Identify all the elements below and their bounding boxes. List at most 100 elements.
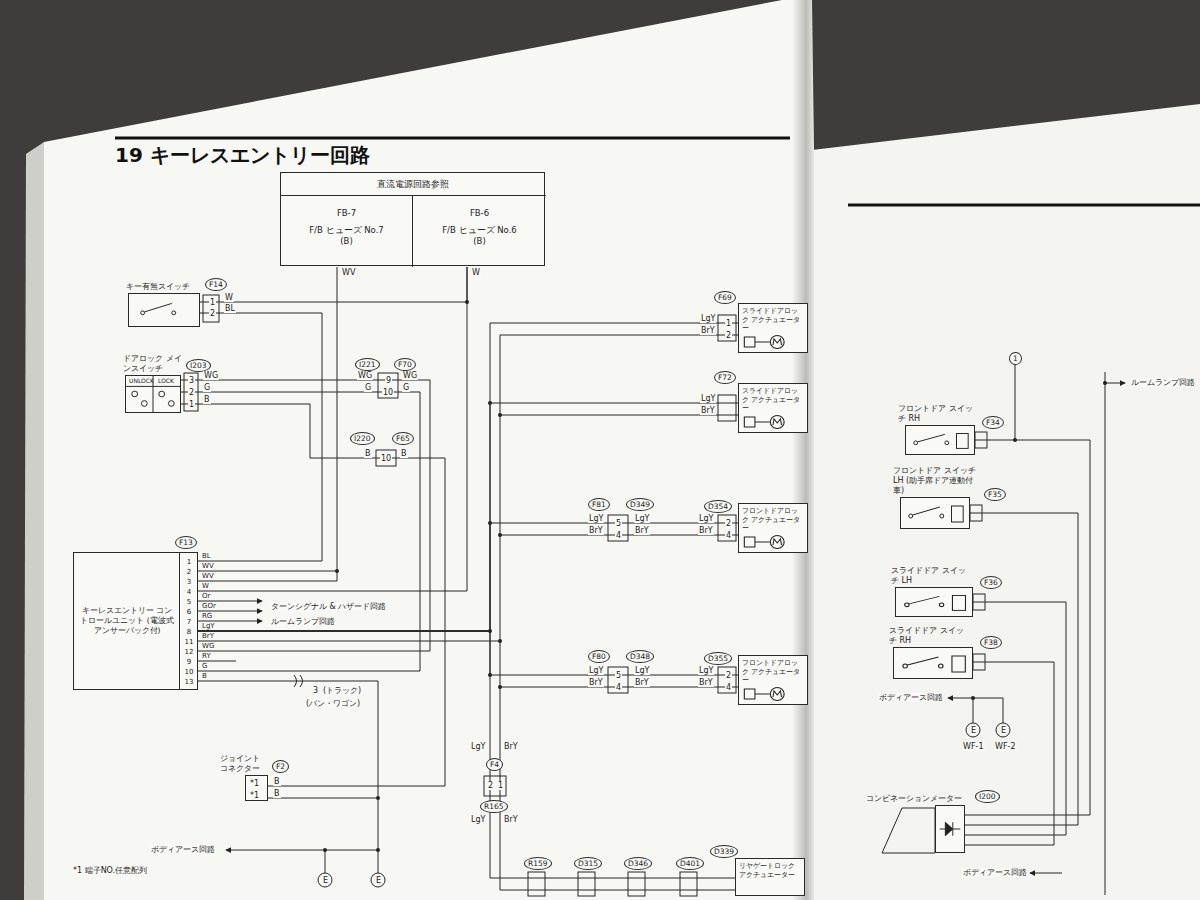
connector-id: F38 [980, 636, 1002, 649]
box-heading: 直流電源回路参照 [281, 173, 544, 195]
wire [965, 662, 1054, 845]
component-name: スライドドア スイッチ LH [891, 566, 967, 586]
wire-label: *1 [249, 791, 260, 800]
wire-label: BrY [588, 526, 604, 535]
switch-symbol [906, 426, 974, 454]
connector-block [718, 667, 736, 693]
wire [198, 267, 467, 591]
connector-id: F81 [588, 498, 610, 511]
connector-block [718, 515, 736, 541]
switch-box: スライドドア スイッチ RH [893, 647, 973, 679]
connector-id: D346 [624, 857, 652, 870]
wire [1105, 372, 1106, 895]
connector-id: F4 [486, 758, 503, 771]
wire-label: BrY [700, 406, 716, 415]
wire-label: (バン・ワゴン) [305, 699, 361, 708]
actuator-box: スライドドアロック アクチュエーター [738, 303, 808, 353]
switch-symbol [896, 588, 972, 616]
connector-id: F13 [175, 536, 197, 549]
wire-label: 2 [487, 781, 494, 790]
wire-label: 4 [615, 683, 622, 692]
wire-label: BrY [588, 678, 604, 687]
wire [181, 392, 420, 671]
wire-label: 5 [615, 519, 622, 528]
connector-block [608, 667, 628, 693]
fuse-label: FB-7 [307, 196, 387, 219]
actuator-name: スライドドアロック アクチュエーター [739, 384, 807, 414]
wire-label: BrY [698, 526, 714, 535]
wire-label: B [203, 395, 211, 404]
pin-number: 13 [180, 677, 198, 687]
wire-label: E [1000, 726, 1007, 735]
pin-number: 12 [180, 647, 198, 657]
wire [198, 267, 337, 571]
wire-label: WG [402, 371, 418, 380]
connector-id: D354 [704, 500, 732, 513]
motor-symbol [739, 686, 807, 702]
connector-id: F35 [984, 488, 1006, 501]
wire [198, 523, 738, 631]
component-name: ジョイント コネクター [220, 754, 270, 774]
wire-label: G [402, 383, 410, 392]
wire [198, 681, 378, 798]
connector-id: D355 [704, 652, 732, 665]
connector-block [378, 373, 398, 398]
component-name: フロントドア スイッチ RH [898, 404, 978, 424]
connector-id: F34 [982, 416, 1004, 429]
wire-label: WV [201, 572, 215, 580]
wire-arrow [226, 850, 378, 851]
wire-label: *1 [249, 779, 260, 788]
fuse-box: FB-6F/B ヒューズ No.6 (B) [413, 195, 546, 267]
connector-block [718, 395, 736, 421]
connector-id: F80 [588, 650, 610, 663]
pin-number: 3 [180, 577, 198, 587]
actuator-box: リヤゲートロック アクチュエーター [735, 858, 805, 896]
connector-id: I200 [975, 790, 1000, 803]
heading-rule [115, 137, 790, 140]
page-stack [24, 142, 44, 900]
wire-label: ターンシグナル & ハザード回路 [270, 602, 387, 611]
wire [198, 323, 738, 631]
wire-label: LgY [634, 514, 650, 523]
wire-label: ルームランプ回路 [1130, 378, 1196, 387]
fuse-label: FB-6 [440, 196, 520, 219]
wire-label: G [201, 662, 208, 670]
wire [500, 335, 738, 890]
pin-number: 2 [180, 567, 198, 577]
wire-label: ルームランプ回路 [270, 617, 336, 626]
actuator-name: フロントドアロック アクチュエーター [739, 656, 807, 686]
wire-label: ボディアース回路 [150, 845, 216, 854]
connector-block [718, 315, 736, 341]
pin-number: 8 [180, 627, 198, 637]
connector-id: D401 [676, 857, 704, 870]
wire-label: 2 [725, 671, 732, 680]
pin-number: 1 [180, 557, 198, 567]
wire-label: WF-2 [994, 742, 1017, 751]
connector-id: R165 [480, 800, 508, 813]
wire-label: BL [224, 304, 236, 313]
wire-label: 10 [380, 454, 392, 463]
heading-rule [848, 204, 1200, 207]
connector-id: R159 [524, 857, 552, 870]
connector-id: I220 [350, 432, 375, 445]
wire-label: BrY [700, 326, 716, 335]
wire-label: LgY [700, 314, 716, 323]
switch-position: UNLOCK [129, 377, 154, 385]
wire [198, 571, 337, 581]
switch-box: フロントドア スイッチ LH (助手席ドア連動付車) [900, 497, 970, 529]
switch-box: コンビネーションメーター [935, 805, 965, 853]
wire [198, 403, 738, 631]
connector-id: F14 [205, 278, 227, 291]
wire [181, 380, 430, 651]
wire-label: 3 [188, 376, 195, 385]
wire-label: ボディアース回路 [878, 693, 944, 702]
connector-block [608, 515, 628, 541]
wire [965, 602, 1066, 835]
wire-label: LgY [698, 666, 714, 675]
wire [965, 513, 1078, 825]
control-unit: キーレスエントリー コントロールユニット (電波式アンサーバック付)123456… [73, 552, 198, 690]
wire-label: GOr [201, 602, 217, 610]
actuator-box: スライドドアロック アクチュエーター [738, 383, 808, 433]
